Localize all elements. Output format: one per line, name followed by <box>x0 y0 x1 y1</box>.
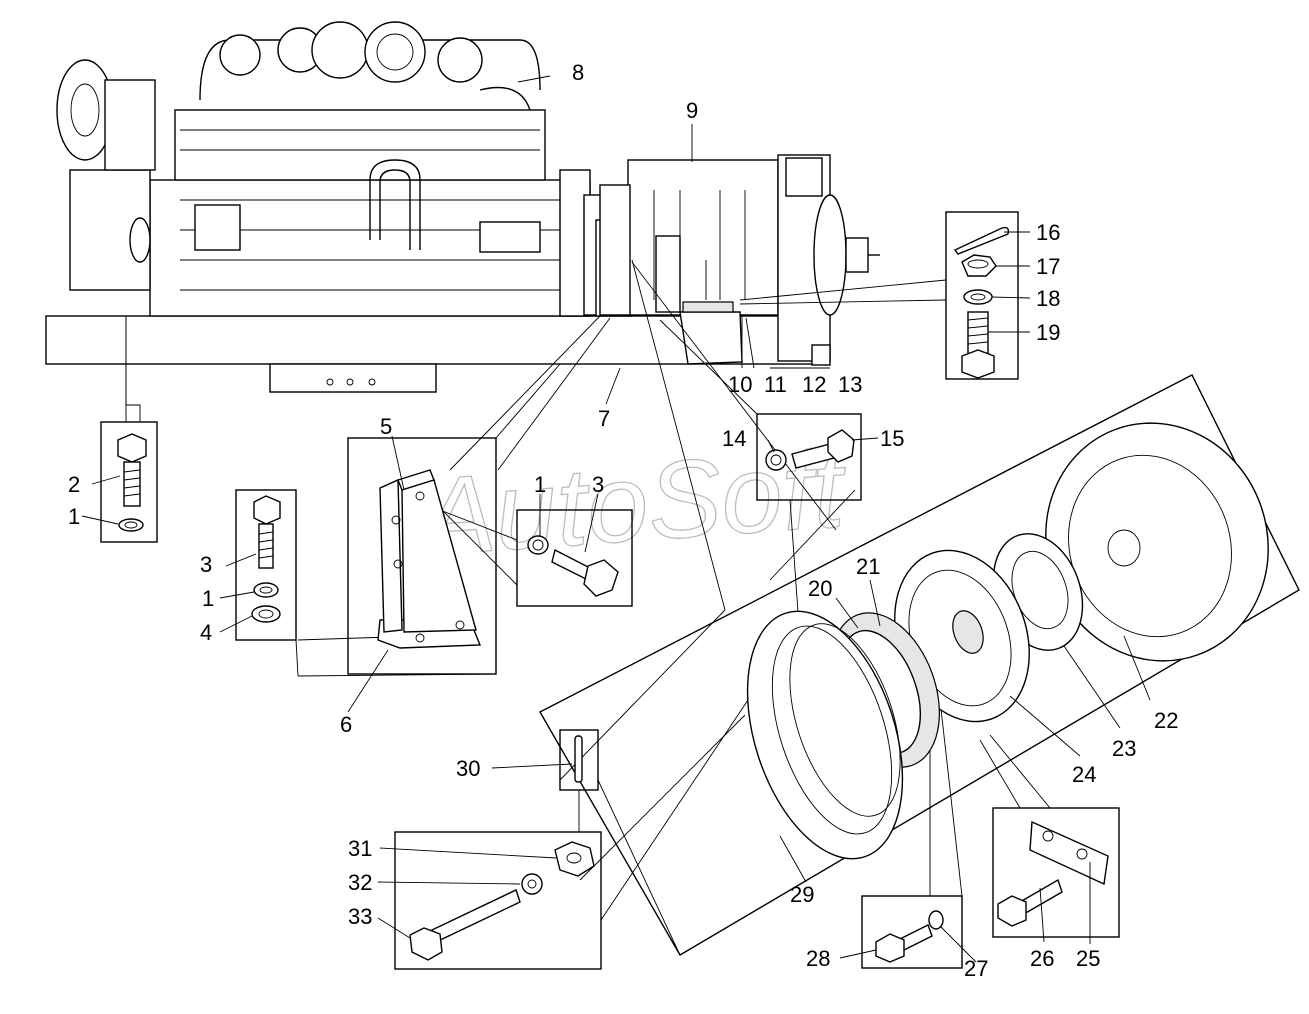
label-leaders <box>81 75 1151 963</box>
callout-25: 25 <box>1076 946 1100 971</box>
callout-16: 16 <box>1036 220 1060 245</box>
hex-bolt-3 <box>551 548 619 597</box>
detail-box-coupling <box>539 374 1300 956</box>
callout-26: 26 <box>1030 946 1054 971</box>
detail-box-bracket-bolt <box>235 489 297 641</box>
detail-box-support-bracket <box>347 437 497 675</box>
callout-20: 20 <box>808 576 832 601</box>
detail-box-bolt-14-15 <box>756 413 862 501</box>
callout-7: 7 <box>598 406 610 431</box>
flat-washer-4 <box>251 605 281 623</box>
callout-8: 8 <box>572 60 584 85</box>
callout-31: 31 <box>348 836 372 861</box>
fan-disk-22 <box>1045 422 1269 662</box>
adapter-flange-29 <box>746 610 904 860</box>
callout-14: 14 <box>722 426 746 451</box>
bolt-19 <box>961 311 995 379</box>
callout-12: 12 <box>802 372 826 397</box>
callout-23: 23 <box>1112 736 1136 761</box>
bolt-33 <box>409 889 521 961</box>
hex-bolt-3 <box>253 495 281 569</box>
callout-32: 32 <box>348 870 372 895</box>
lock-washer-27 <box>928 910 944 930</box>
callout-30: 30 <box>456 756 480 781</box>
callout-6: 6 <box>340 712 352 737</box>
cotter-pin-16 <box>953 226 1010 255</box>
callout-1-a: 1 <box>68 504 80 529</box>
castle-nut-17 <box>961 254 997 277</box>
callout-9: 9 <box>686 98 698 123</box>
callout-19: 19 <box>1036 320 1060 345</box>
callout-5: 5 <box>380 414 392 439</box>
plate-25 <box>1029 820 1109 886</box>
castle-nut-31 <box>554 841 595 877</box>
callout-11: 11 <box>764 372 787 397</box>
callout-22: 22 <box>1154 708 1178 733</box>
washer-32 <box>521 873 543 895</box>
hex-bolt-2 <box>117 433 147 507</box>
support-bracket <box>377 469 482 649</box>
detail-box-bracket-screw <box>516 509 633 607</box>
callout-2: 2 <box>68 472 80 497</box>
lock-washer-1 <box>118 518 144 532</box>
callout-21: 21 <box>856 554 880 579</box>
callout-3-b: 3 <box>592 472 604 497</box>
callout-28: 28 <box>806 946 830 971</box>
callout-33: 33 <box>348 904 372 929</box>
callout-1-b: 1 <box>202 586 214 611</box>
callout-4: 4 <box>200 620 212 645</box>
detail-box-plate-25-26 <box>992 807 1120 938</box>
callout-18: 18 <box>1036 286 1060 311</box>
pin-30 <box>574 735 583 783</box>
hex-bolt-15 <box>791 429 855 469</box>
washer-18 <box>963 289 993 305</box>
callout-27: 27 <box>964 956 988 981</box>
detail-box-bolt-27-28 <box>861 895 963 969</box>
hex-bolt-28 <box>875 924 933 963</box>
detail-box-frame-bolt <box>100 421 158 543</box>
lock-washer-1 <box>527 535 549 555</box>
callout-13: 13 <box>838 372 862 397</box>
callout-3-a: 3 <box>200 552 212 577</box>
detail-box-mount-hardware <box>945 211 1019 380</box>
lock-washer-1 <box>253 582 279 598</box>
callout-17: 17 <box>1036 254 1060 279</box>
hex-bolt-26 <box>997 878 1063 927</box>
detail-box-bolt-31-33 <box>394 831 602 970</box>
callout-1-c: 1 <box>534 472 546 497</box>
callout-15: 15 <box>880 426 904 451</box>
callout-24: 24 <box>1072 762 1096 787</box>
callout-29: 29 <box>790 882 814 907</box>
lock-washer-14 <box>765 449 787 471</box>
callout-10: 10 <box>728 372 752 397</box>
